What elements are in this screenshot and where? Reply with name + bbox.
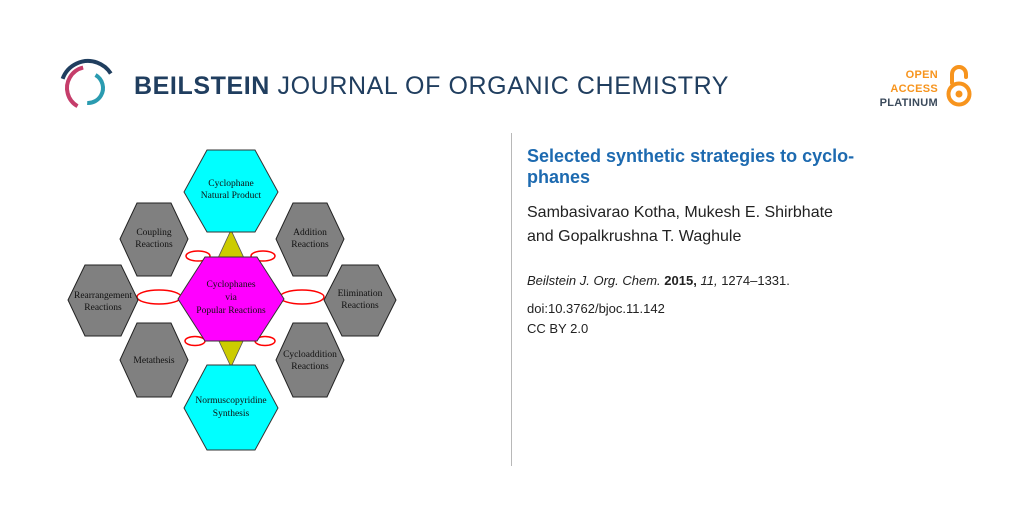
article-title[interactable]: Selected synthetic strategies to cyclo- …: [527, 146, 987, 188]
article-info: Selected synthetic strategies to cyclo- …: [527, 146, 987, 339]
hexagon-rearrangement: [67, 264, 139, 337]
hexagon-bottom: [183, 364, 279, 451]
article-citation: Beilstein J. Org. Chem. 2015, 11, 1274–1…: [527, 273, 987, 289]
hexagon-elimination: [323, 264, 397, 337]
beilstein-logo-icon: [59, 59, 117, 117]
hexagon-top: [183, 149, 279, 233]
bottom-connector-triangle: [217, 338, 245, 368]
coupling-label-line1: Coupling: [136, 228, 172, 238]
addition-label-line2: Reactions: [291, 240, 329, 250]
rearrangement-label-line1: Rearrangement: [74, 291, 132, 301]
article-title-line2: phanes: [527, 167, 591, 187]
journal-header: BEILSTEIN JOURNAL OF ORGANIC CHEMISTRY O…: [0, 0, 1024, 130]
open-access-line3: PLATINUM: [879, 97, 938, 109]
cycloaddition-label-line1: Cycloaddition: [283, 350, 337, 360]
center-label-line2: via: [225, 293, 237, 303]
article-doi[interactable]: doi:10.3762/bjoc.11.142: [527, 301, 665, 316]
metathesis-label: Metathesis: [133, 356, 174, 366]
connector-ellipse-mid-left: [136, 289, 182, 305]
article-title-line1: Selected synthetic strategies to cyclo-: [527, 146, 855, 166]
citation-pages: 1274–1331.: [721, 273, 790, 288]
article-authors: Sambasivarao Kotha, Mukesh E. Shirbhate …: [527, 201, 987, 249]
citation-journal: Beilstein J. Org. Chem.: [527, 273, 661, 288]
authors-line2: and Gopalkrushna T. Waghule: [527, 228, 742, 245]
hexagon-metathesis: [119, 322, 189, 398]
center-label-line3: Popular Reactions: [196, 306, 266, 316]
journal-name[interactable]: BEILSTEIN JOURNAL OF ORGANIC CHEMISTRY: [134, 72, 729, 101]
vertical-divider: [511, 133, 512, 466]
top-label-line1: Cyclophane: [208, 179, 253, 189]
bottom-label-line1: Normuscopyridine: [195, 396, 266, 406]
hexagon-addition: [275, 202, 345, 277]
elimination-label-line1: Elimination: [338, 289, 383, 299]
hexagon-cycloaddition: [275, 322, 345, 398]
rearrangement-label-line2: Reactions: [84, 303, 122, 313]
elimination-label-line2: Reactions: [341, 301, 379, 311]
connector-ellipse-lower-left: [184, 335, 206, 347]
hexagon-coupling: [119, 202, 189, 277]
bottom-label-line2: Synthesis: [213, 409, 250, 419]
reaction-scheme-diagram: Cyclophane Natural Product Cyclophanes v…: [67, 149, 397, 451]
top-label-line2: Natural Product: [201, 191, 262, 201]
center-label-line1: Cyclophanes: [206, 280, 255, 290]
authors-line1: Sambasivarao Kotha, Mukesh E. Shirbhate: [527, 204, 833, 221]
open-lock-icon: [946, 65, 972, 107]
addition-label-line1: Addition: [293, 228, 327, 238]
open-access-line2: ACCESS: [890, 83, 938, 95]
open-access-label: OPEN ACCESS PLATINUM: [880, 68, 938, 110]
journal-name-bold: BEILSTEIN: [134, 72, 270, 100]
connector-ellipse-mid-right: [279, 289, 325, 305]
cycloaddition-label-line2: Reactions: [291, 362, 329, 372]
top-connector-triangle: [217, 229, 245, 259]
citation-volume: 11,: [700, 273, 718, 288]
open-access-line1: OPEN: [905, 69, 938, 81]
coupling-label-line2: Reactions: [135, 240, 173, 250]
graphical-abstract: Cyclophane Natural Product Cyclophanes v…: [52, 140, 412, 470]
citation-year: 2015,: [664, 273, 697, 288]
journal-name-rest: JOURNAL OF ORGANIC CHEMISTRY: [277, 72, 730, 100]
article-license[interactable]: CC BY 2.0: [527, 321, 589, 336]
hexagon-center: [177, 256, 285, 342]
